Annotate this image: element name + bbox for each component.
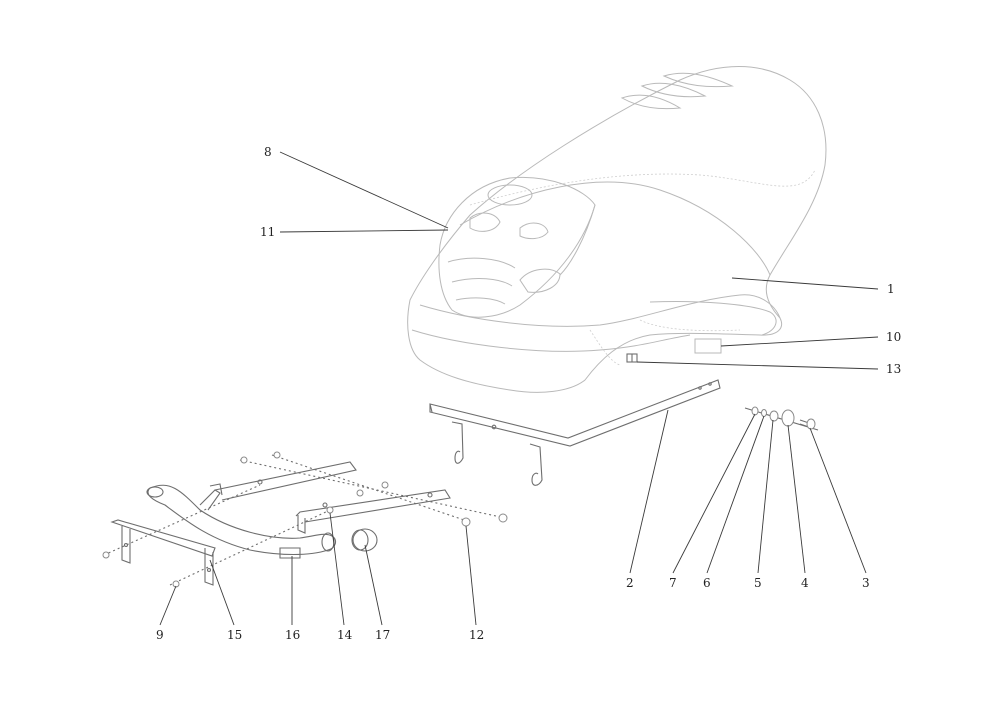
spacer-part xyxy=(351,528,378,552)
callout-10: 10 xyxy=(886,330,901,344)
callout-12: 12 xyxy=(469,628,484,642)
callout-2: 2 xyxy=(626,576,634,590)
callout-15: 15 xyxy=(227,628,242,642)
callout-17: 17 xyxy=(375,628,390,642)
lower-support-bracket xyxy=(429,379,721,486)
leader-lines xyxy=(159,151,879,626)
callout-13: 13 xyxy=(886,362,901,376)
callout-7: 7 xyxy=(669,576,677,590)
callout-4: 4 xyxy=(801,576,809,590)
callout-16: 16 xyxy=(285,628,300,642)
lower-frame-tube xyxy=(146,461,451,559)
callout-8: 8 xyxy=(264,145,272,159)
label-decal xyxy=(694,338,722,354)
side-bracket xyxy=(110,519,216,586)
callout-1: 1 xyxy=(887,282,895,296)
fastener-bolts xyxy=(102,451,508,588)
bolt-washer-stack xyxy=(744,406,819,431)
callout-11: 11 xyxy=(260,225,275,239)
clip-part xyxy=(626,353,638,363)
callout-14: 14 xyxy=(337,628,353,642)
callout-6: 6 xyxy=(703,576,711,590)
callout-labels: 1 2 3 4 5 6 7 8 9 10 11 12 13 14 15 16 1… xyxy=(156,145,901,642)
callout-5: 5 xyxy=(754,576,762,590)
front-grille-mask xyxy=(438,176,596,318)
callout-9: 9 xyxy=(156,628,164,642)
callout-3: 3 xyxy=(862,576,870,590)
